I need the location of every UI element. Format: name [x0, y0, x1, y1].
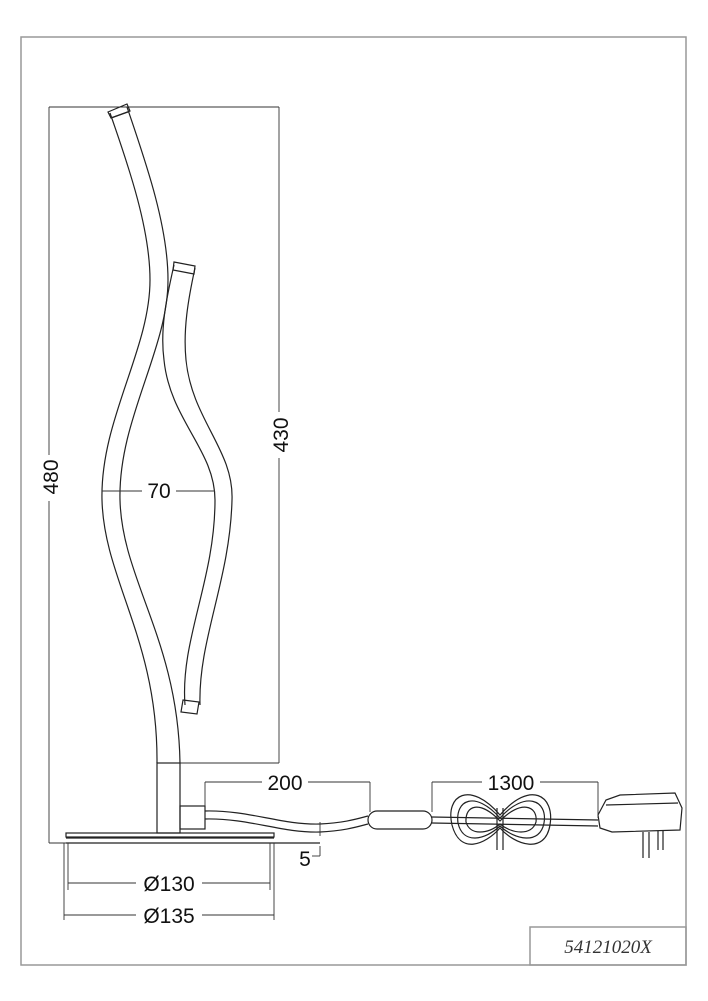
title-block [529, 926, 687, 966]
dimension-480: 480 [36, 106, 279, 844]
drawing-frame [20, 36, 687, 966]
lamp-base [65, 832, 320, 844]
dimension-diameter-135-label: Ø135 [143, 905, 194, 928]
dimension-5: 5 [299, 822, 321, 871]
dimension-200: 200 [204, 770, 371, 812]
power-cable [204, 810, 599, 833]
inline-switch [367, 810, 433, 830]
dimension-430-label: 430 [270, 417, 293, 452]
dimension-1300-label: 1300 [488, 772, 535, 795]
dimension-diameter-130: Ø130 [67, 843, 271, 896]
cable-coil [450, 794, 552, 850]
lamp-post [156, 762, 181, 834]
dimension-70-label: 70 [147, 480, 170, 503]
dimension-1300: 1300 [431, 770, 599, 818]
dimension-5-label: 5 [299, 848, 311, 871]
dimension-480-label: 480 [40, 459, 63, 494]
dimension-430: 430 [180, 107, 294, 764]
article-number: 54121020X [564, 937, 653, 958]
dimension-diameter-130-label: Ø130 [143, 873, 194, 896]
dimension-70: 70 [102, 478, 215, 503]
cable-outlet [179, 805, 206, 830]
lamp-arm-short [162, 261, 233, 715]
power-adapter [597, 792, 683, 858]
lamp-arm-long [101, 103, 181, 764]
dimension-diameter-135: Ø135 [63, 843, 275, 928]
dimension-200-label: 200 [267, 772, 302, 795]
